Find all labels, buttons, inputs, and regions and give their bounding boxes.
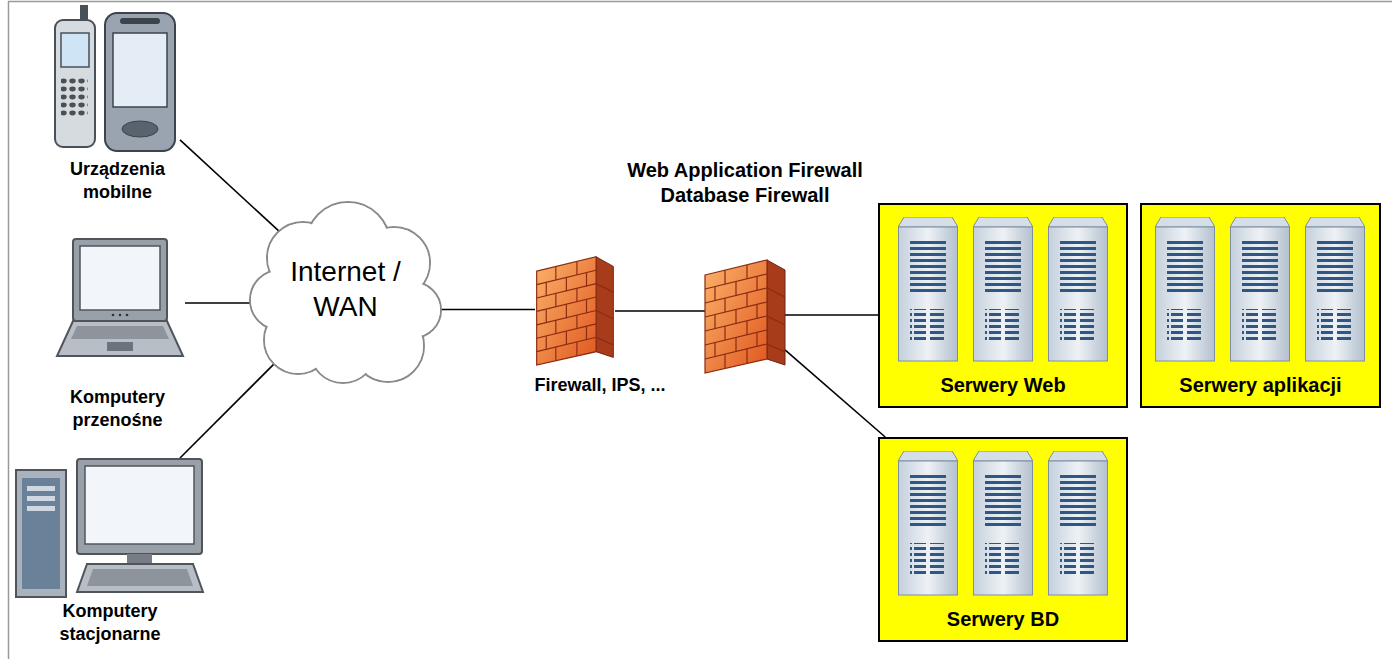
network-link: [185, 302, 255, 304]
network-link: [180, 354, 284, 458]
firewall-icon: [705, 255, 785, 375]
firewall-node: Firewall, IPS, ...: [505, 252, 695, 402]
network-link: [180, 140, 281, 233]
server-group-box: Serwery aplikacji: [1140, 203, 1381, 408]
network-link: [785, 314, 878, 316]
device-node: Komputery przenośne: [30, 238, 205, 438]
node-label: Web Application Firewall Database Firewa…: [595, 158, 895, 208]
laptop-icon: [55, 238, 185, 368]
frame-line: [8, 1, 10, 659]
node-label: Serwery BD: [885, 607, 1121, 632]
node-label: Komputery przenośne: [53, 386, 183, 431]
network-cloud: Internet / WAN: [248, 200, 443, 385]
frame-line: [8, 1, 1392, 3]
node-label: Firewall, IPS, ...: [505, 374, 695, 397]
node-label: Serwery aplikacji: [1147, 373, 1374, 398]
server-group-icon: [893, 449, 1113, 599]
server-group-icon: [893, 215, 1113, 365]
node-label: Urządzenia mobilne: [53, 158, 183, 203]
firewall-node: Web Application Firewall Database Firewa…: [585, 158, 905, 380]
server-group-icon: [1150, 215, 1370, 365]
device-node: Komputery stacjonarne: [10, 458, 210, 657]
network-link: [615, 310, 705, 312]
device-node: Urządzenia mobilne: [30, 5, 205, 210]
desktop-computer-icon: [15, 458, 205, 598]
server-group-box: Serwery Web: [878, 203, 1128, 408]
network-link: [435, 309, 535, 311]
server-group-box: Serwery BD: [878, 437, 1128, 642]
firewall-icon: [535, 252, 615, 367]
node-label: Komputery stacjonarne: [40, 600, 180, 645]
node-label: Serwery Web: [885, 373, 1121, 398]
mobile-devices-icon: [50, 5, 180, 155]
node-label: Internet / WAN: [281, 254, 411, 324]
network-link: [785, 350, 885, 437]
